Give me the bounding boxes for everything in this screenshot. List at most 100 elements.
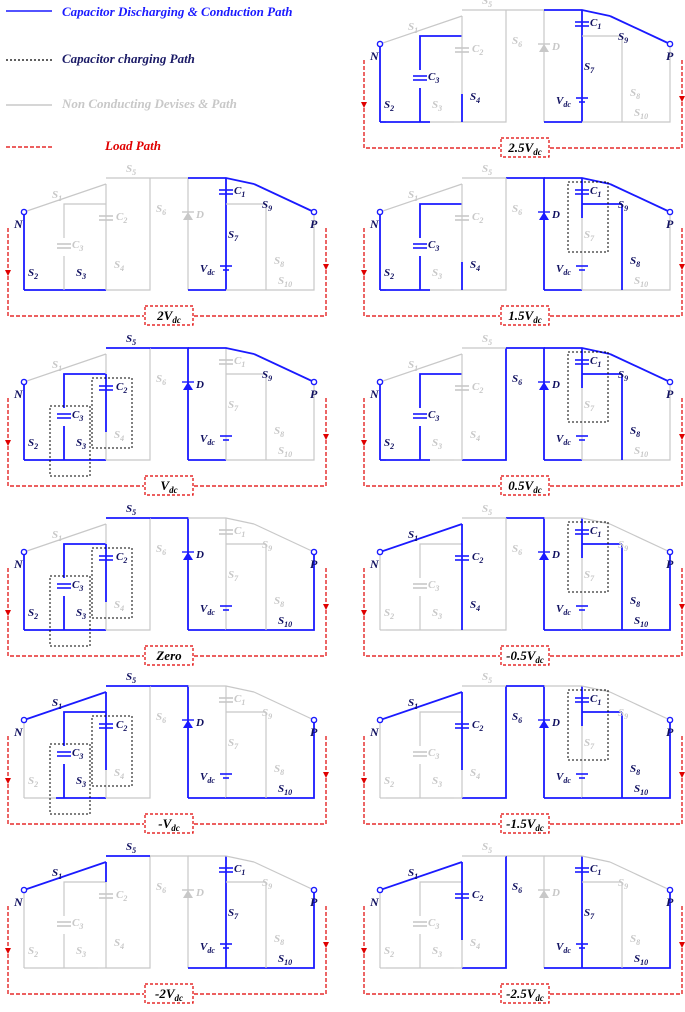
load-arrow-right bbox=[323, 772, 329, 778]
wire-d-col bbox=[150, 685, 189, 798]
wire-top-right bbox=[188, 517, 255, 525]
wire-p-down bbox=[654, 552, 671, 631]
switch-label-s7: S7 bbox=[584, 569, 595, 583]
capacitor-label-c1: C1 bbox=[590, 693, 601, 707]
wire-p-down bbox=[654, 720, 671, 799]
switch-label-s5: S5 bbox=[126, 333, 136, 347]
caption-box bbox=[500, 813, 550, 834]
terminal-p-label: P bbox=[666, 895, 674, 909]
switch-s1 bbox=[23, 861, 107, 891]
capacitor-label-c1: C1 bbox=[590, 185, 601, 199]
wire-d-col bbox=[506, 177, 545, 290]
switch-s1 bbox=[23, 523, 107, 553]
switch-label-s6: S6 bbox=[156, 203, 166, 217]
capacitor-label-c3: C3 bbox=[428, 239, 439, 253]
terminal-n-label: N bbox=[13, 217, 24, 231]
caption-level: Zero bbox=[155, 648, 182, 663]
switch-label-s7: S7 bbox=[228, 737, 239, 751]
wire-c3-top bbox=[63, 373, 106, 408]
legend-label-non-conducting: Non Conducting Devises & Path bbox=[61, 96, 237, 111]
switch-label-s7: S7 bbox=[584, 907, 595, 921]
capacitor-label-c2: C2 bbox=[116, 719, 127, 733]
switch-label-s6: S6 bbox=[156, 711, 166, 725]
load-path-left bbox=[7, 736, 144, 825]
terminal-p-label: P bbox=[666, 387, 674, 401]
switch-s9 bbox=[253, 691, 315, 721]
switch-label-s5: S5 bbox=[126, 841, 136, 855]
load-path-left bbox=[7, 906, 144, 995]
load-path-left bbox=[7, 228, 144, 317]
caption-box bbox=[144, 305, 194, 326]
terminal-n bbox=[20, 378, 28, 386]
vdc-label: Vdc bbox=[556, 95, 571, 109]
switch-label-s7: S7 bbox=[584, 399, 595, 413]
switch-label-s8: S8 bbox=[630, 255, 640, 269]
switch-label-s6: S6 bbox=[512, 543, 522, 557]
switch-label-s5: S5 bbox=[126, 503, 136, 517]
terminal-n bbox=[376, 208, 384, 216]
charging-path-c1 bbox=[567, 181, 609, 253]
caption-box bbox=[500, 475, 550, 496]
switch-label-s4: S4 bbox=[470, 429, 480, 443]
switch-label-s2: S2 bbox=[384, 607, 394, 621]
charging-path-c2 bbox=[91, 715, 133, 787]
switch-label-s7: S7 bbox=[228, 907, 239, 921]
capacitor-label-c3: C3 bbox=[72, 579, 83, 593]
wire-s6-bottom bbox=[106, 418, 151, 461]
terminal-p-label: P bbox=[666, 725, 674, 739]
switch-s1 bbox=[379, 353, 463, 383]
wire-top-right bbox=[188, 177, 255, 185]
load-arrow-right bbox=[679, 264, 685, 270]
switch-s9 bbox=[253, 183, 315, 213]
wire-s6-bottom bbox=[462, 80, 507, 123]
charging-path-c2 bbox=[91, 377, 133, 449]
terminal-p-label: P bbox=[310, 387, 318, 401]
capacitor-label-c2: C2 bbox=[116, 381, 127, 395]
load-arrow-right bbox=[323, 434, 329, 440]
terminal-n bbox=[376, 886, 384, 894]
diode-d-symbol bbox=[183, 890, 193, 898]
diode-d-symbol bbox=[183, 720, 193, 728]
switch-label-s4: S4 bbox=[470, 599, 480, 613]
switch-label-s9: S9 bbox=[262, 707, 272, 721]
diode-label: D bbox=[551, 379, 560, 391]
switch-label-s9: S9 bbox=[618, 31, 628, 45]
diode-label: D bbox=[551, 887, 560, 899]
switch-label-s10: S10 bbox=[278, 445, 292, 459]
terminal-p bbox=[310, 378, 318, 386]
wire-d-col bbox=[506, 347, 545, 460]
load-arrow-left bbox=[361, 948, 367, 954]
switch-label-s6: S6 bbox=[156, 373, 166, 387]
diode-label: D bbox=[195, 549, 204, 561]
switch-label-s9: S9 bbox=[262, 199, 272, 213]
load-path-right bbox=[550, 736, 683, 825]
diode-label: D bbox=[551, 209, 560, 221]
wire-top-right bbox=[544, 9, 611, 17]
capacitor-label-c3: C3 bbox=[428, 917, 439, 931]
switch-label-s7: S7 bbox=[228, 569, 239, 583]
capacitor-label-c3: C3 bbox=[428, 409, 439, 423]
wire-c3-top bbox=[63, 711, 106, 746]
capacitor-label-c3: C3 bbox=[72, 917, 83, 931]
switch-label-s3: S3 bbox=[76, 775, 86, 789]
wire-p-down bbox=[298, 382, 315, 461]
switch-label-s1: S1 bbox=[408, 867, 418, 881]
switch-label-s1: S1 bbox=[52, 697, 62, 711]
switch-label-s8: S8 bbox=[630, 87, 640, 101]
load-path-right bbox=[194, 568, 327, 657]
switch-s9 bbox=[253, 353, 315, 383]
capacitor-label-c2: C2 bbox=[472, 43, 483, 57]
terminal-p bbox=[310, 548, 318, 556]
wire-s6-bottom bbox=[462, 418, 507, 461]
load-path-left bbox=[363, 736, 500, 825]
capacitor-label-c1: C1 bbox=[590, 863, 601, 877]
switch-label-s10: S10 bbox=[278, 615, 292, 629]
diode-label: D bbox=[551, 41, 560, 53]
load-arrow-left bbox=[361, 270, 367, 276]
switch-s1 bbox=[23, 353, 107, 383]
switch-label-s5: S5 bbox=[482, 163, 492, 177]
vdc-label: Vdc bbox=[556, 941, 571, 955]
caption-box bbox=[144, 475, 194, 496]
